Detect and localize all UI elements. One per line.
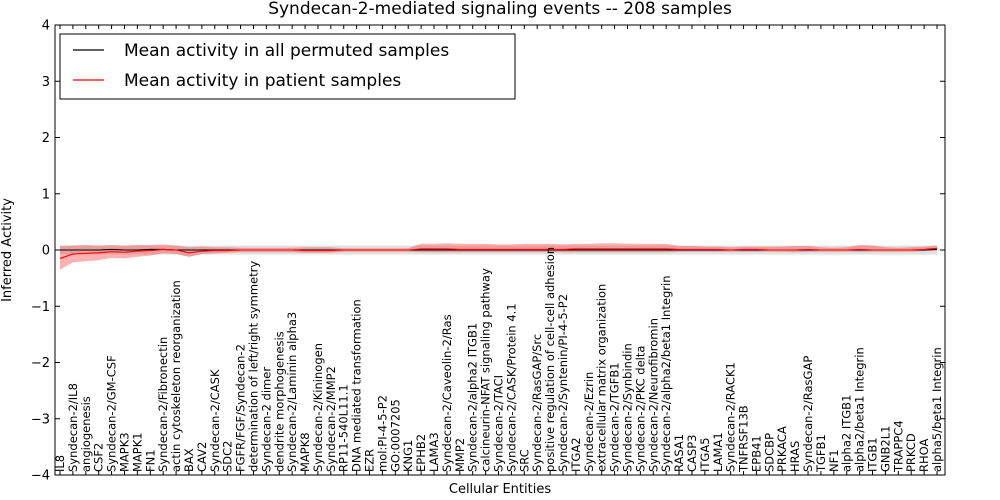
x-tick-label: HRAS	[788, 441, 802, 472]
legend-label-1: Mean activity in all permuted samples	[124, 41, 449, 61]
x-tick-label: EPB41	[749, 435, 763, 472]
x-tick-label: LAMA1	[711, 432, 725, 472]
x-tick-label: actin cytoskeleton reorganization	[169, 280, 183, 472]
legend: Mean activity in all permuted samplesMea…	[59, 33, 516, 100]
y-tick-label: −1	[31, 300, 50, 315]
x-tick-label: Syndecan-2/Laminin alpha3	[285, 312, 299, 472]
x-tick-label: Syndecan-2/TGFB1	[608, 362, 622, 472]
y-tick-label: 1	[42, 187, 50, 202]
x-tick-label: LAMA3	[427, 432, 441, 472]
y-tick-label: 4	[42, 19, 50, 34]
y-tick-label: −3	[31, 412, 50, 427]
x-tick-label: DNA mediated transformation	[350, 299, 364, 472]
x-tick-label: TRAPPC4	[891, 420, 905, 473]
series-band-1	[60, 245, 937, 257]
x-tick-label: EPHB2	[414, 434, 428, 472]
x-tick-label: Syndecan-2/PKC delta	[633, 346, 647, 472]
x-tick-label: RHOA	[917, 439, 931, 472]
x-tick-label: MAPK3	[117, 432, 131, 472]
x-tick-label: alpha2 ITGB1	[840, 395, 854, 472]
x-tick-label: MMP2	[453, 438, 467, 472]
x-tick-label: SDC2	[221, 440, 235, 472]
legend-label-2: Mean activity in patient samples	[124, 71, 401, 91]
x-tick-label: ITGB1	[866, 437, 880, 472]
x-tick-label: ITGA2	[569, 437, 583, 472]
x-tick-label: Syndecan-2/IL8	[66, 383, 80, 472]
x-tick-label: TNFRSF13B	[737, 405, 751, 473]
x-tick-label: Syndecan-2/MMP2	[324, 366, 338, 472]
x-tick-label: angiogenesis	[79, 396, 93, 472]
x-tick-label: SDCBP	[762, 433, 776, 472]
y-tick-label: −4	[31, 469, 50, 484]
x-tick-label: Syndecan-2/RasGAP	[801, 356, 815, 472]
x-tick-label: FN1	[143, 449, 157, 472]
y-tick-label: −2	[31, 356, 50, 371]
x-tick-label: Syndecan-2/Fibronectin	[156, 337, 170, 472]
legend-box	[59, 33, 516, 100]
x-tick-label: EZR	[363, 449, 377, 472]
x-tick-label: Syndecan-2/RACK1	[724, 362, 738, 472]
x-tick-label: mol:PI-4-5-P2	[375, 395, 389, 472]
x-tick-label: Syndecan-2/CASK/Protein 4.1	[504, 303, 518, 472]
x-tick-label: IL8	[53, 455, 67, 472]
x-tick-label: CAV2	[195, 442, 209, 472]
y-tick-label: 0	[42, 244, 50, 259]
x-tick-label: Syndecan-2/Caveolin-2/Ras	[440, 314, 454, 472]
y-tick-label: 2	[42, 131, 50, 146]
y-tick-label: 3	[42, 75, 50, 90]
x-tick-label: MAPK8	[298, 432, 312, 472]
x-tick-label: RASA1	[672, 434, 686, 472]
x-tick-label: NF1	[827, 449, 841, 472]
series-line-2	[59, 247, 938, 259]
x-tick-label: Syndecan-2 dimer	[259, 367, 273, 472]
x-tick-label: CSF2	[92, 443, 106, 472]
x-tick-label: extracellular matrix organization	[595, 284, 609, 472]
x-tick-label: calcineurin-NFAT signaling pathway	[479, 268, 493, 472]
x-tick-label: MAPK1	[130, 432, 144, 472]
x-tick-label: Syndecan-2/alpha2/beta1 Integrin	[659, 275, 673, 472]
x-tick-label: dendrite morphogenesis	[272, 331, 286, 472]
x-tick-label: Syndecan-2/alpha2 ITGB1	[466, 323, 480, 472]
x-tick-label: Syndecan-2/TACI	[492, 375, 506, 472]
x-tick-label: Syndecan-2/Synbindin	[620, 343, 634, 472]
x-tick-label: FGFR/FGF/Syndecan-2	[234, 344, 248, 472]
x-tick-label: Syndecan-2/Neurofibromin	[646, 318, 660, 472]
x-tick-label: Syndecan-2/Kininogen	[311, 343, 325, 472]
x-tick-label: BAX	[182, 448, 196, 472]
x-tick-label: PRKACA	[775, 426, 789, 472]
x-tick-label: RP11-540L11.1	[337, 384, 351, 472]
x-axis-label: Cellular Entities	[449, 482, 551, 497]
chart-title: Syndecan-2-mediated signaling events -- …	[268, 0, 732, 19]
x-tick-label: KNG1	[401, 440, 415, 472]
x-tick-label: positive regulation of cell-cell adhesio…	[543, 247, 557, 472]
x-tick-label: Syndecan-2/CASK	[208, 369, 222, 472]
x-tick-label: PRKCD	[904, 433, 918, 472]
x-tick-label: GNB2L1	[878, 426, 892, 472]
x-tick-label: Syndecan-2/RasGAP/Src	[530, 334, 544, 472]
x-tick-label: GO:0007205	[388, 399, 402, 472]
x-tick-label: determination of left/right symmetry	[246, 261, 260, 472]
x-tick-label: ITGA5	[698, 437, 712, 472]
x-tick-label: CASP3	[685, 435, 699, 472]
x-tick-label: Syndecan-2/GM-CSF	[105, 355, 119, 472]
x-tick-label: SRC	[517, 449, 531, 472]
x-tick-label: Syndecan-2/Ezrin	[582, 372, 596, 472]
x-tick-label: Syndecan-2/Syntenin/PI-4-5-P2	[556, 294, 570, 472]
plot-area: −4 −3 −2 −1 0 1 2 3 4IL8Syndecan-2/IL8angiogenes…	[31, 19, 946, 484]
y-axis-label: Inferred Activity	[0, 198, 15, 302]
x-tick-label: alpha2/beta1 Integrin	[853, 347, 867, 472]
x-tick-label: alpha5/beta1 Integrin	[930, 347, 944, 472]
x-tick-label: TGFB1	[814, 434, 828, 473]
